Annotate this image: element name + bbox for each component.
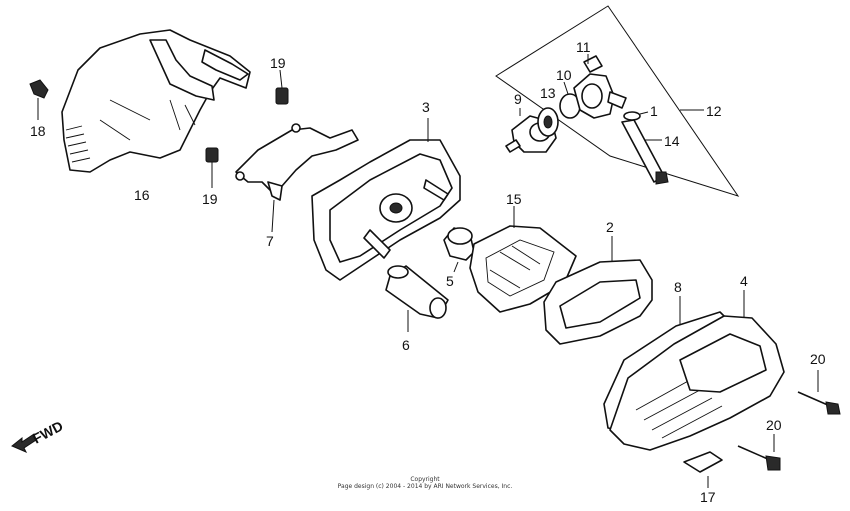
part-20-bolt-upper [797, 370, 841, 415]
callout-13: 13 [540, 85, 556, 101]
copyright-notice: Page design (c) 2004 - 2014 by ARI Netwo… [337, 483, 513, 490]
part-15-holder [469, 206, 577, 313]
callout-6: 6 [402, 337, 410, 353]
callout-12: 12 [706, 103, 722, 119]
fwd-label: FWD [30, 418, 66, 447]
part-5-grommet [443, 227, 475, 273]
callout-8: 8 [674, 279, 682, 295]
part-13-washer [537, 107, 559, 137]
callout-17: 17 [700, 489, 716, 505]
callout-20-upper: 20 [810, 351, 826, 367]
part-6-tube [385, 265, 449, 332]
part-11-fitting [573, 54, 627, 119]
callout-20-lower: 20 [766, 417, 782, 433]
callout-4: 4 [740, 273, 748, 289]
part-2-filter [543, 236, 653, 345]
part-3-case [311, 118, 461, 281]
part-19-bolt-upper [275, 69, 289, 105]
part-16-cover [61, 29, 251, 173]
callout-18: 18 [30, 123, 46, 139]
callout-2: 2 [606, 219, 614, 235]
callout-10: 10 [556, 67, 572, 83]
callout-19-upper: 19 [270, 55, 286, 71]
callout-14: 14 [664, 133, 680, 149]
part-10-ring [559, 81, 581, 119]
callout-19-lower: 19 [202, 191, 218, 207]
callout-3: 3 [422, 99, 430, 115]
callout-15: 15 [506, 191, 522, 207]
part-4-lid [609, 290, 785, 451]
part-18-clip [29, 79, 49, 120]
callout-1: 1 [650, 103, 658, 119]
part-1-clip [623, 111, 649, 121]
fwd-arrow-icon [11, 433, 37, 453]
callout-7: 7 [266, 233, 274, 249]
callout-11: 11 [576, 39, 591, 55]
part-12-kit-frame [495, 5, 740, 197]
copyright-line: Copyright [410, 476, 440, 483]
part-19-bolt-lower [205, 147, 219, 188]
part-7-bracket [235, 123, 359, 233]
callout-9: 9 [514, 91, 522, 107]
callout-16: 16 [134, 187, 150, 203]
part-20-bolt-lower [737, 434, 781, 471]
part-14-tube [621, 119, 669, 185]
part-17-label [683, 451, 723, 488]
callout-5: 5 [446, 273, 454, 289]
